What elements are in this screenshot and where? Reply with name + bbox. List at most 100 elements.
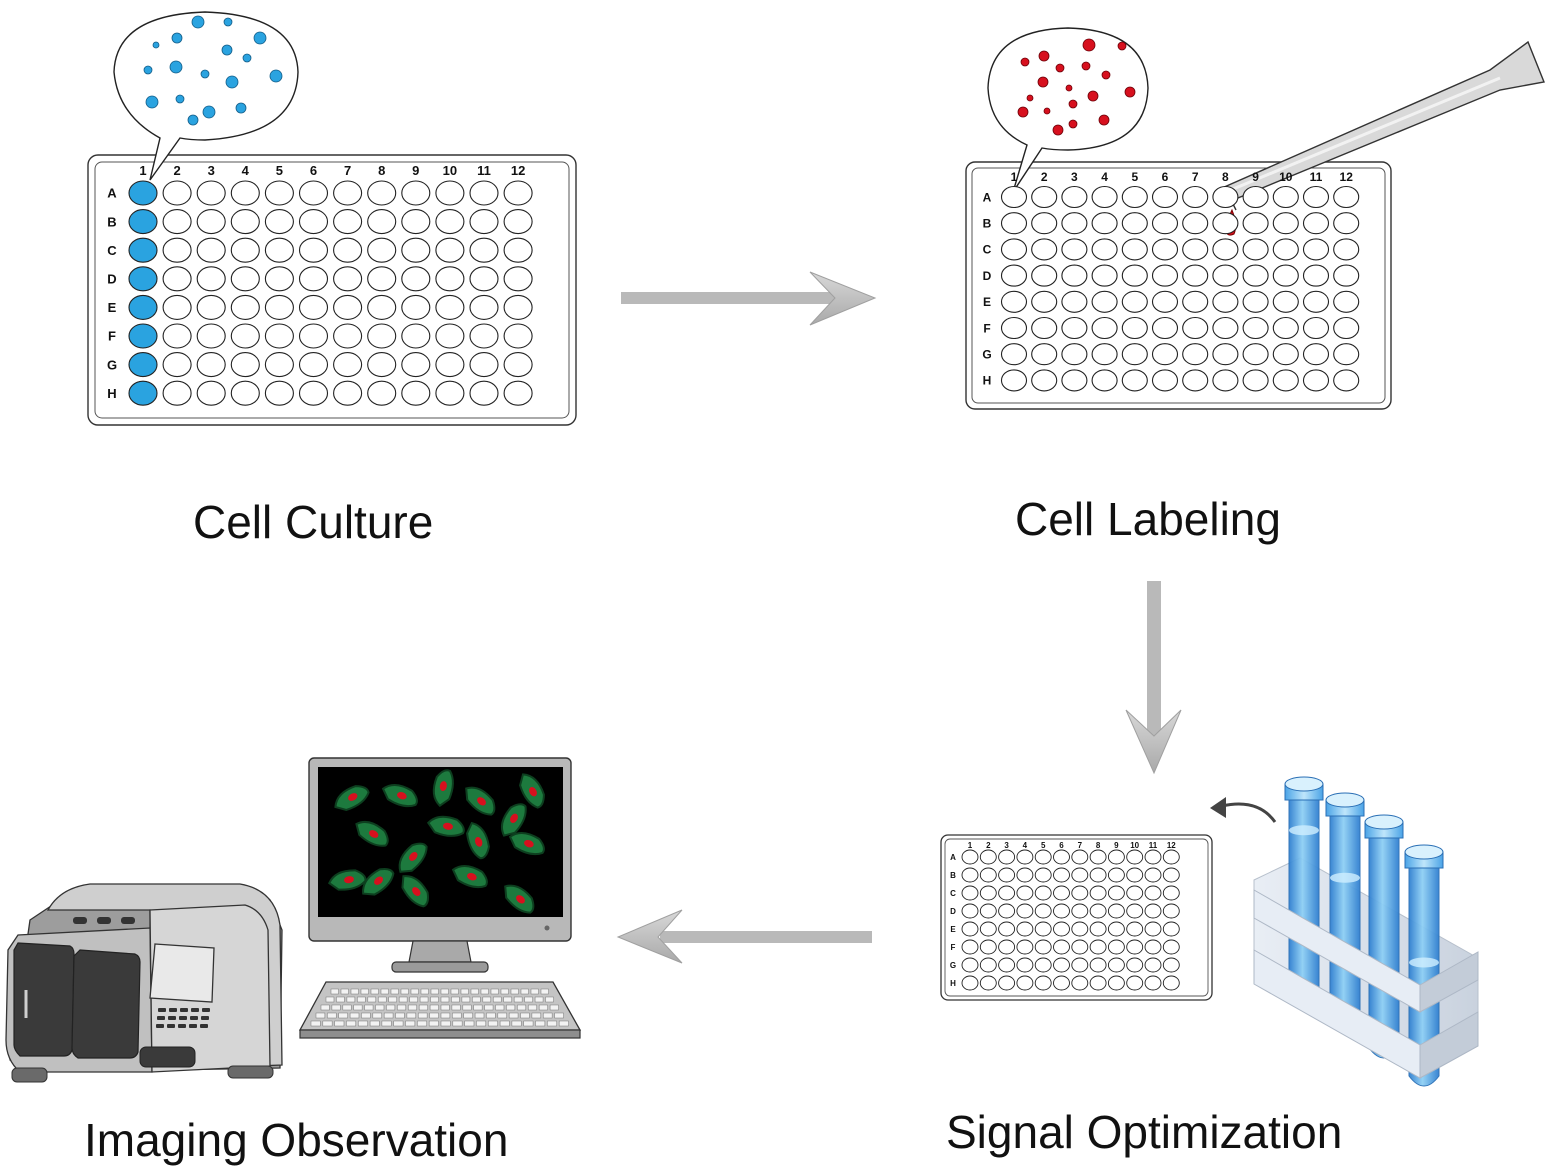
- keyboard-key: [346, 996, 356, 1003]
- keyboard-key: [429, 1012, 439, 1019]
- labeled-cell-dot: [1055, 63, 1065, 73]
- plate-well: [1000, 369, 1028, 392]
- plate-well: [1212, 238, 1239, 261]
- plate-well: [162, 380, 192, 406]
- plate-well: [1031, 238, 1058, 261]
- monitor-icon: [308, 757, 572, 973]
- plate-row-label: D: [107, 271, 116, 286]
- keyboard-key: [484, 1004, 494, 1011]
- plate-column-label: 11: [1149, 841, 1158, 850]
- panel-key: [169, 1008, 177, 1012]
- plate-well: [1212, 185, 1239, 209]
- test-tube-icon: [1284, 776, 1324, 1011]
- plate-well: [1031, 369, 1058, 392]
- plate-well: [298, 380, 329, 406]
- plate-well: [264, 352, 294, 378]
- plate-row-label: A: [983, 190, 992, 204]
- keyboard-key: [331, 1004, 341, 1011]
- plate-well: [1144, 939, 1162, 955]
- panel-key: [190, 1016, 198, 1020]
- keyboard-key: [510, 988, 519, 995]
- plate-well: [1061, 238, 1088, 261]
- plate-well: [230, 209, 260, 235]
- stage-label-cell-culture: Cell Culture: [193, 496, 434, 548]
- plate-well: [1016, 885, 1034, 901]
- plate-well: [1061, 343, 1088, 366]
- plate-well: [1061, 316, 1088, 340]
- plate-well: [1121, 343, 1148, 366]
- plate-well: [162, 294, 192, 320]
- plate-well: [230, 380, 260, 406]
- keyboard-key: [349, 1012, 360, 1019]
- plate-well: [1333, 316, 1360, 340]
- keyboard-key: [440, 988, 449, 995]
- plate-well: [979, 885, 997, 901]
- plate-well: [1016, 939, 1034, 955]
- plate-well: [1182, 316, 1209, 340]
- plate-well: [1302, 343, 1330, 366]
- plate-well: [196, 180, 226, 206]
- plate-well: [1162, 939, 1180, 955]
- plate-well: [1272, 264, 1299, 287]
- keyboard-key: [330, 988, 339, 995]
- panel-key: [158, 1008, 166, 1012]
- plate-well: [998, 903, 1016, 919]
- keyboard-key: [364, 1004, 374, 1011]
- keyboard-key: [322, 1020, 333, 1027]
- keyboard-key: [473, 1004, 483, 1011]
- fluorescent-cell: [465, 786, 496, 816]
- fluorescent-cell: [432, 769, 454, 808]
- plate-well: [979, 903, 997, 919]
- plate-well: [1151, 238, 1179, 261]
- labeled-cell-dot: [1101, 70, 1111, 80]
- plate-well: [1107, 921, 1125, 937]
- cell-dot: [242, 53, 252, 63]
- bubble-icon: [113, 11, 299, 181]
- plate-well: [1034, 975, 1052, 991]
- plate-well: [998, 975, 1016, 991]
- plate-well: [264, 323, 294, 349]
- keyboard-key: [375, 1004, 385, 1011]
- plate-well: [1162, 885, 1180, 901]
- plate-well: [1053, 903, 1070, 919]
- plate-well: [469, 266, 499, 292]
- plate-well: [469, 380, 499, 406]
- plate-row-label: B: [950, 871, 956, 880]
- plate-well: [1000, 290, 1028, 313]
- keyboard-key: [397, 1004, 407, 1011]
- plate-column-label: 4: [1101, 170, 1108, 184]
- plate-well: [1242, 343, 1269, 366]
- keyboard-key: [452, 1020, 463, 1027]
- labeled-cell-dot: [1068, 99, 1078, 109]
- plate-well: [435, 323, 465, 349]
- plate-well: [1089, 867, 1107, 883]
- plate-well: [1242, 369, 1269, 392]
- labeled-cell-dot: [1038, 50, 1050, 62]
- plate-well: [1151, 290, 1179, 313]
- plate-column-label: 2: [1041, 170, 1048, 184]
- plate-well: [961, 867, 979, 883]
- bubble-icon: [987, 27, 1149, 193]
- fluorescent-cell: [500, 803, 527, 837]
- keyboard-key: [520, 988, 529, 995]
- cell-dot: [200, 69, 210, 79]
- plate-well: [264, 209, 294, 235]
- keyboard-key: [395, 1012, 405, 1019]
- plate-well: [1126, 939, 1144, 955]
- labeled-cell-dot: [1037, 76, 1049, 88]
- plate-column-label: 1: [139, 163, 146, 178]
- fluorescent-cell: [398, 842, 428, 873]
- plate-well: [1107, 903, 1125, 919]
- plate-well: [1182, 264, 1209, 287]
- plate-row-label: H: [107, 386, 116, 401]
- plate-well: [998, 849, 1016, 865]
- keyboard-key: [452, 1012, 462, 1019]
- keyboard-key: [340, 988, 349, 995]
- plate-well: [1212, 264, 1239, 287]
- plate-well: [1053, 957, 1070, 973]
- plate-well: [1000, 212, 1028, 235]
- plate-column-label: 5: [276, 163, 283, 178]
- plate-well: [264, 266, 294, 292]
- plate-row-label: A: [950, 853, 956, 862]
